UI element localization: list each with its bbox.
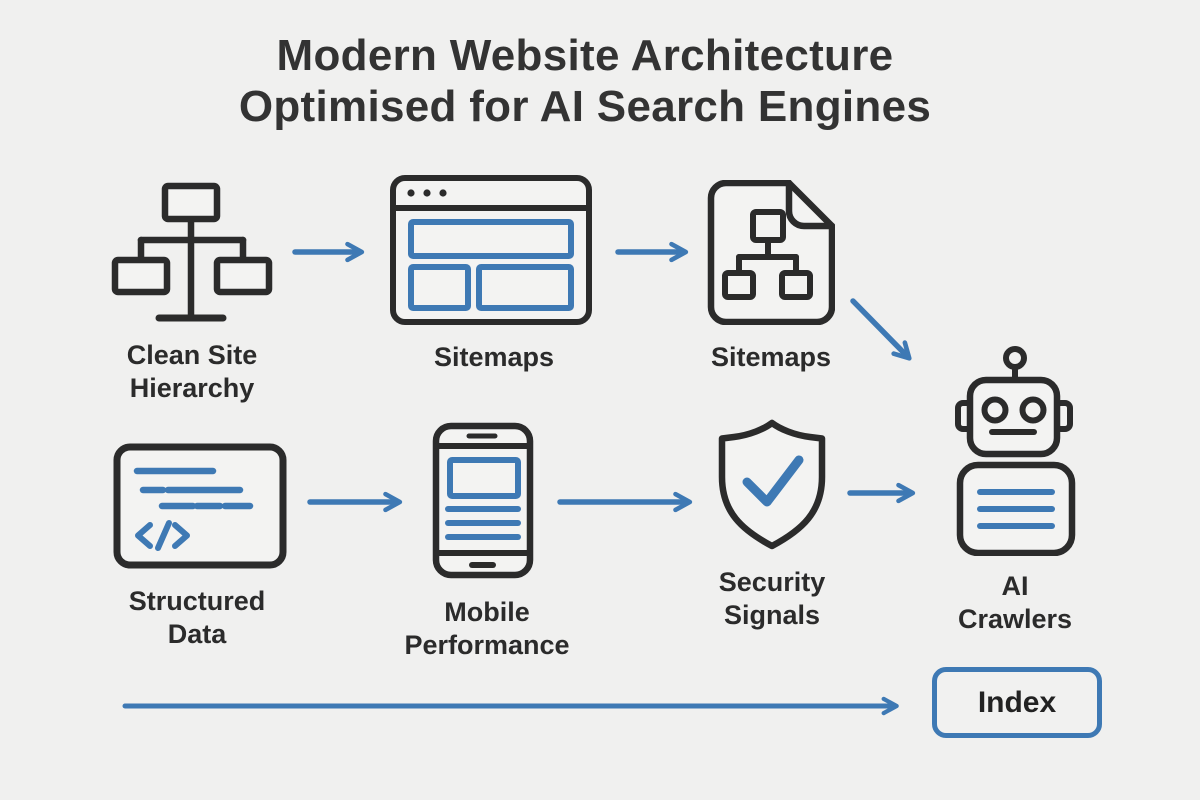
- label-sitemaps-browser: Sitemaps: [394, 341, 594, 374]
- sitemap-file-icon: [707, 180, 835, 325]
- label-line: Data: [167, 619, 227, 649]
- page-title-line2: Optimised for AI Search Engines: [238, 82, 932, 131]
- label-line: Security: [718, 567, 826, 597]
- label-security-signals: Security Signals: [672, 566, 872, 632]
- label-clean-site-hierarchy: Clean Site Hierarchy: [92, 339, 292, 405]
- label-line: AI: [1001, 571, 1029, 601]
- robot-icon: [955, 346, 1076, 556]
- label-ai-crawlers: AI Crawlers: [915, 570, 1115, 636]
- label-line: Signals: [723, 600, 821, 630]
- index-box-label: Index: [977, 685, 1057, 719]
- browser-window-icon: [390, 175, 592, 325]
- label-mobile-performance: Mobile Performance: [367, 596, 607, 662]
- label-line: Clean Site: [126, 340, 258, 370]
- label-line: Crawlers: [957, 604, 1073, 634]
- page-title: Modern Website Architecture Optimised fo…: [0, 30, 1170, 132]
- label-line: Mobile: [444, 597, 530, 627]
- shield-check-icon: [718, 419, 826, 550]
- code-card-icon: [113, 443, 287, 569]
- label-line: Structured: [128, 586, 266, 616]
- page-title-line1: Modern Website Architecture: [276, 31, 894, 80]
- label-line: Performance: [404, 630, 570, 660]
- label-line: Sitemaps: [433, 342, 555, 372]
- index-box: Index: [932, 667, 1102, 738]
- site-hierarchy-icon: [111, 182, 273, 322]
- label-line: Hierarchy: [129, 373, 255, 403]
- label-line: Sitemaps: [710, 342, 832, 372]
- smartphone-icon: [432, 422, 534, 579]
- label-structured-data: Structured Data: [97, 585, 297, 651]
- label-sitemaps-file: Sitemaps: [671, 341, 871, 374]
